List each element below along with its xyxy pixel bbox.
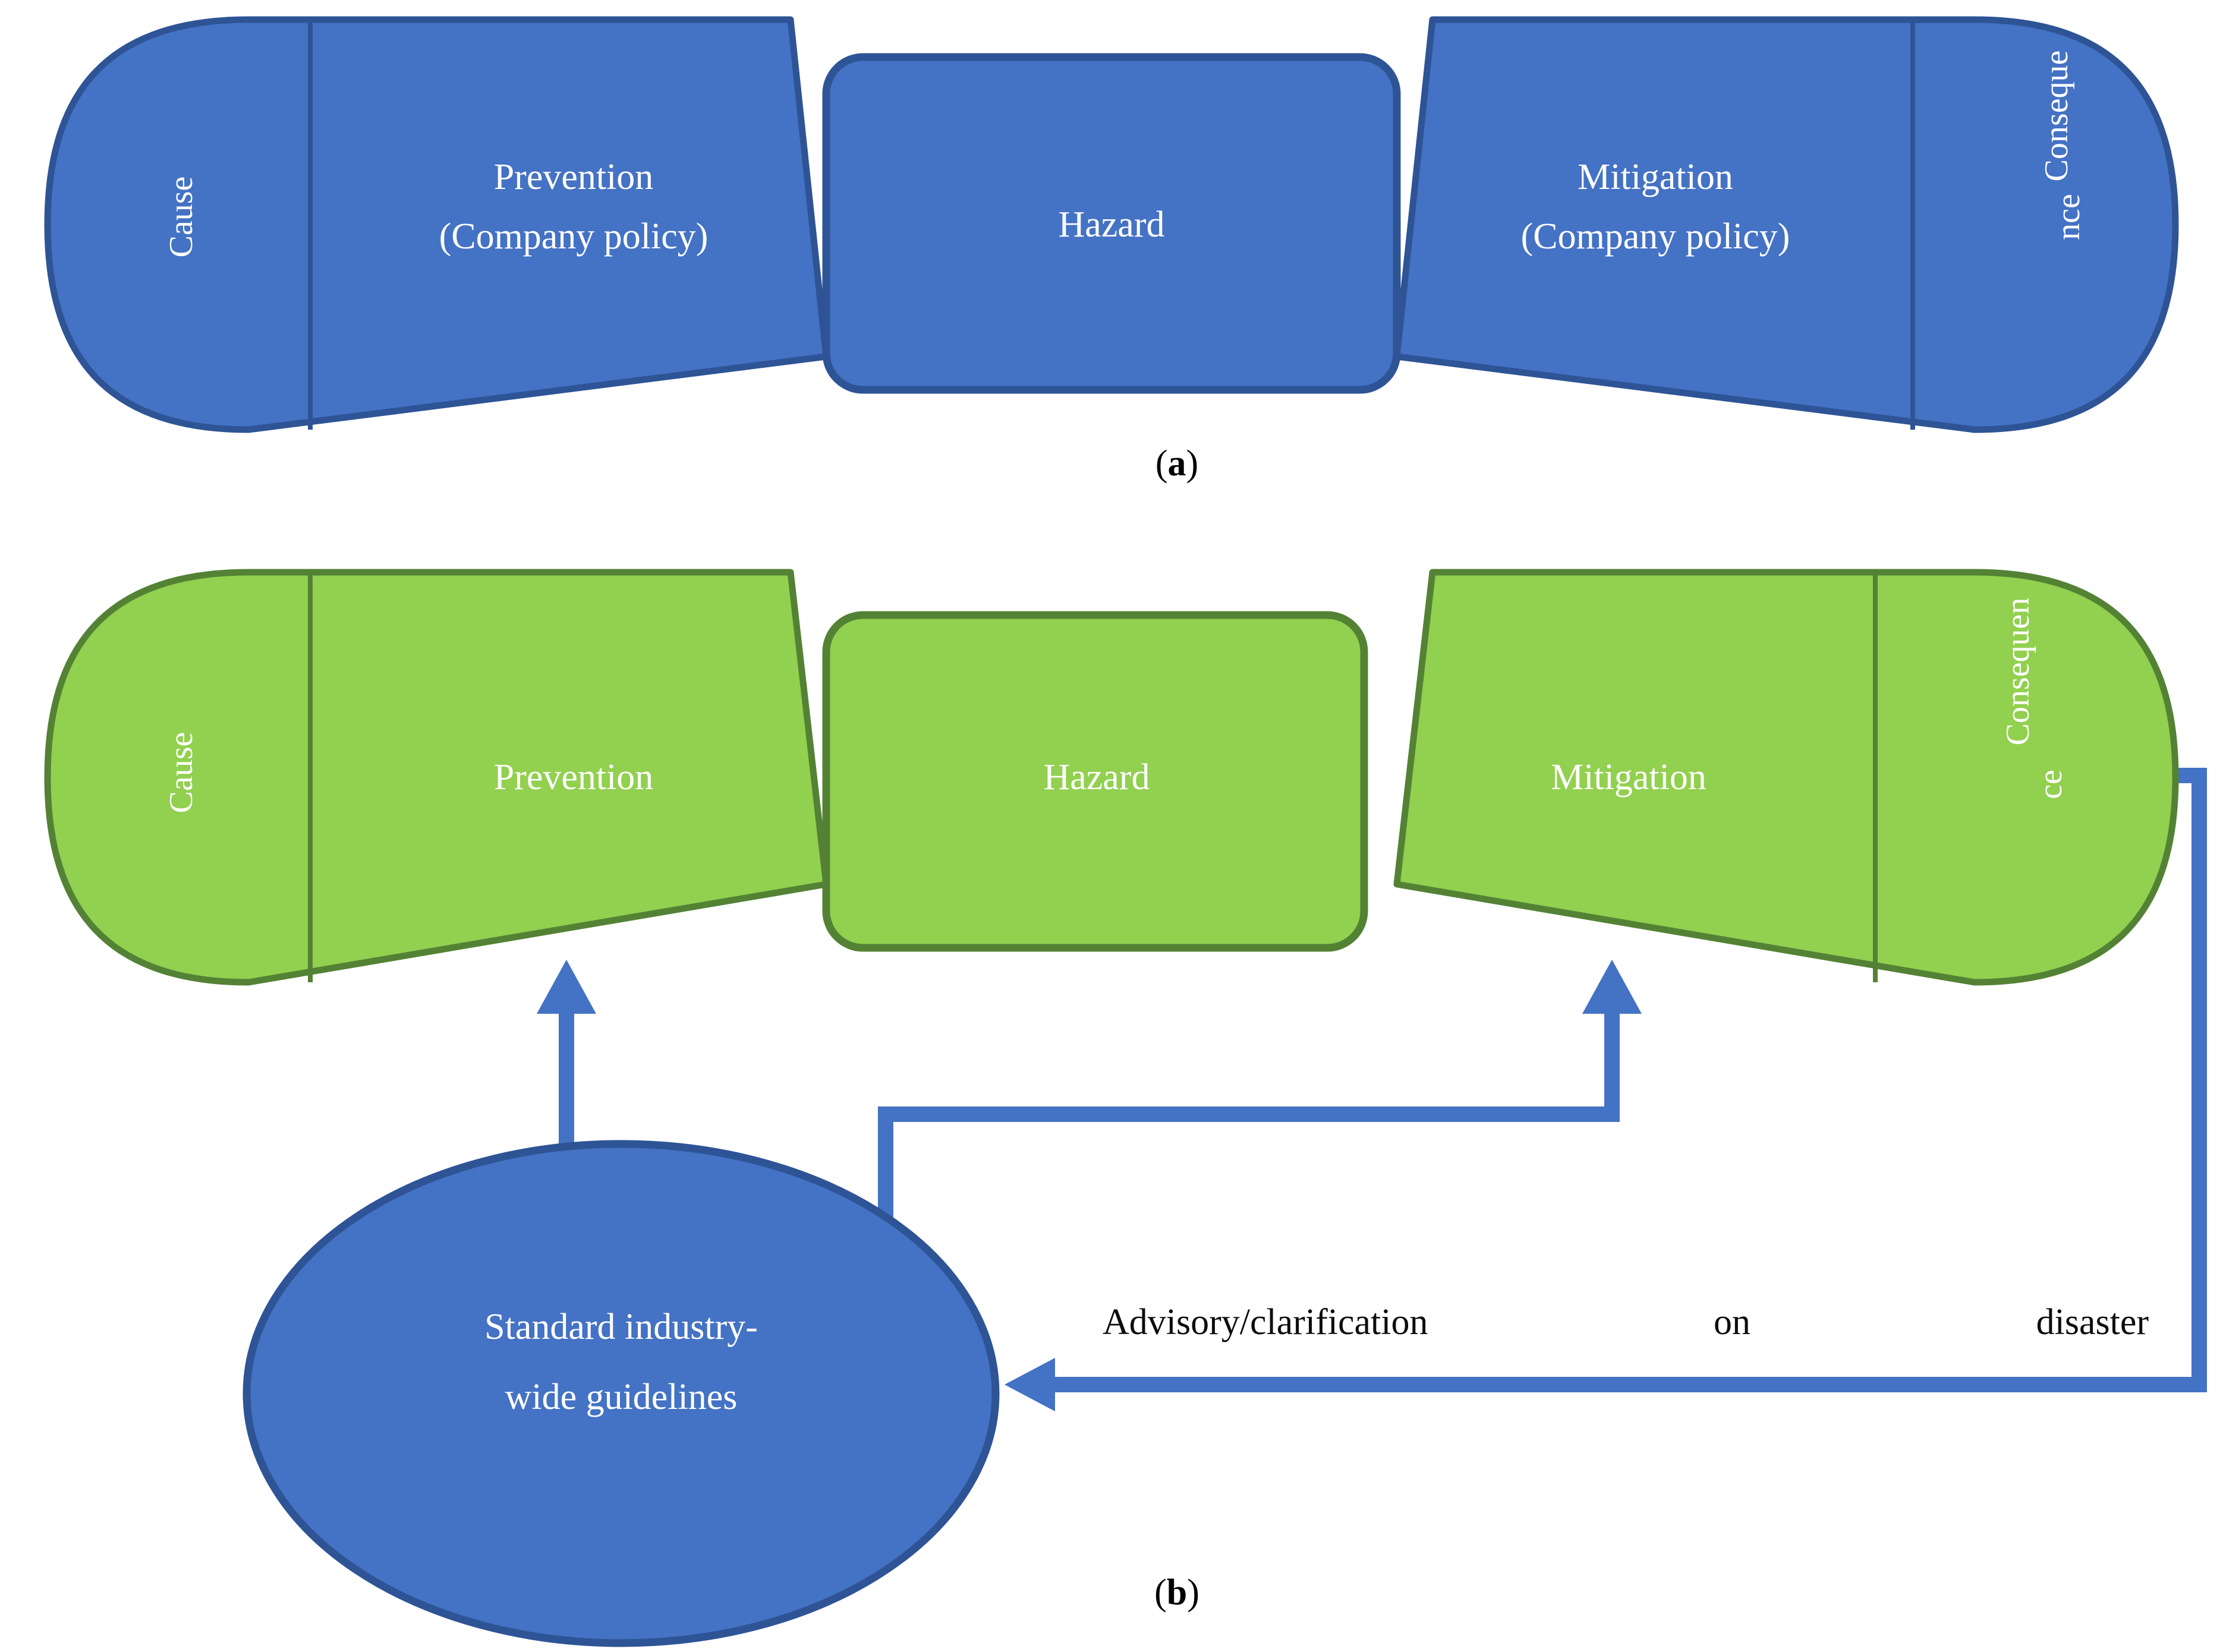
bowtie-b-right-wing xyxy=(1393,569,2179,986)
feedback-word-1: Advisory/clarification xyxy=(1103,1302,1428,1342)
guidelines-ellipse-label: Standard industry- wide guidelines xyxy=(357,1304,886,1420)
feedback-annotation: Advisory/clarification on disaster xyxy=(1103,1301,2149,1344)
panel-a-caption: (a) xyxy=(1155,443,1199,484)
arrowhead-to-prevention xyxy=(537,960,596,1014)
feedback-word-2: on xyxy=(1714,1302,1751,1342)
panel-b-label-cause: Cause xyxy=(163,732,200,814)
panel-a-mitigation-line1: Mitigation xyxy=(1577,157,1733,197)
panel-a-label-mitigation: Mitigation (Company policy) xyxy=(1415,155,1896,260)
bowtie-b-left-wing xyxy=(44,569,830,986)
panel-a-label-prevention: Prevention (Company policy) xyxy=(333,155,814,260)
connector-consequence-to-guidelines xyxy=(1028,768,2207,1392)
guidelines-line2: wide guidelines xyxy=(505,1376,738,1417)
arrowhead-to-guidelines xyxy=(1005,1358,1055,1411)
guidelines-ellipse xyxy=(243,1140,1000,1647)
bowtie-b-hazard-box xyxy=(822,611,1368,952)
arrowhead-to-mitigation xyxy=(1582,960,1642,1014)
panel-a-label-hazard: Hazard xyxy=(1058,204,1165,245)
panel-b-label-prevention: Prevention xyxy=(493,757,654,797)
panel-b-caption: (b) xyxy=(1154,1572,1199,1613)
panel-b-label-consequence-line2: ce xyxy=(2032,770,2069,799)
panel-a-prevention-line1: Prevention xyxy=(493,157,654,197)
panel-a-mitigation-line2: (Company policy) xyxy=(1520,216,1790,257)
feedback-word-3: disaster xyxy=(2036,1302,2149,1342)
connector-guidelines-to-mitigation xyxy=(878,1010,1620,1245)
panel-a-prevention-line2: (Company policy) xyxy=(439,216,709,257)
bowtie-a-hazard-box xyxy=(822,53,1401,394)
panel-b-label-mitigation: Mitigation xyxy=(1551,757,1706,797)
guidelines-line1: Standard industry- xyxy=(484,1307,758,1347)
bowtie-a-right-wing xyxy=(1393,16,2179,433)
panel-b-label-hazard: Hazard xyxy=(1043,757,1150,797)
bowtie-a-left-wing xyxy=(44,16,830,433)
